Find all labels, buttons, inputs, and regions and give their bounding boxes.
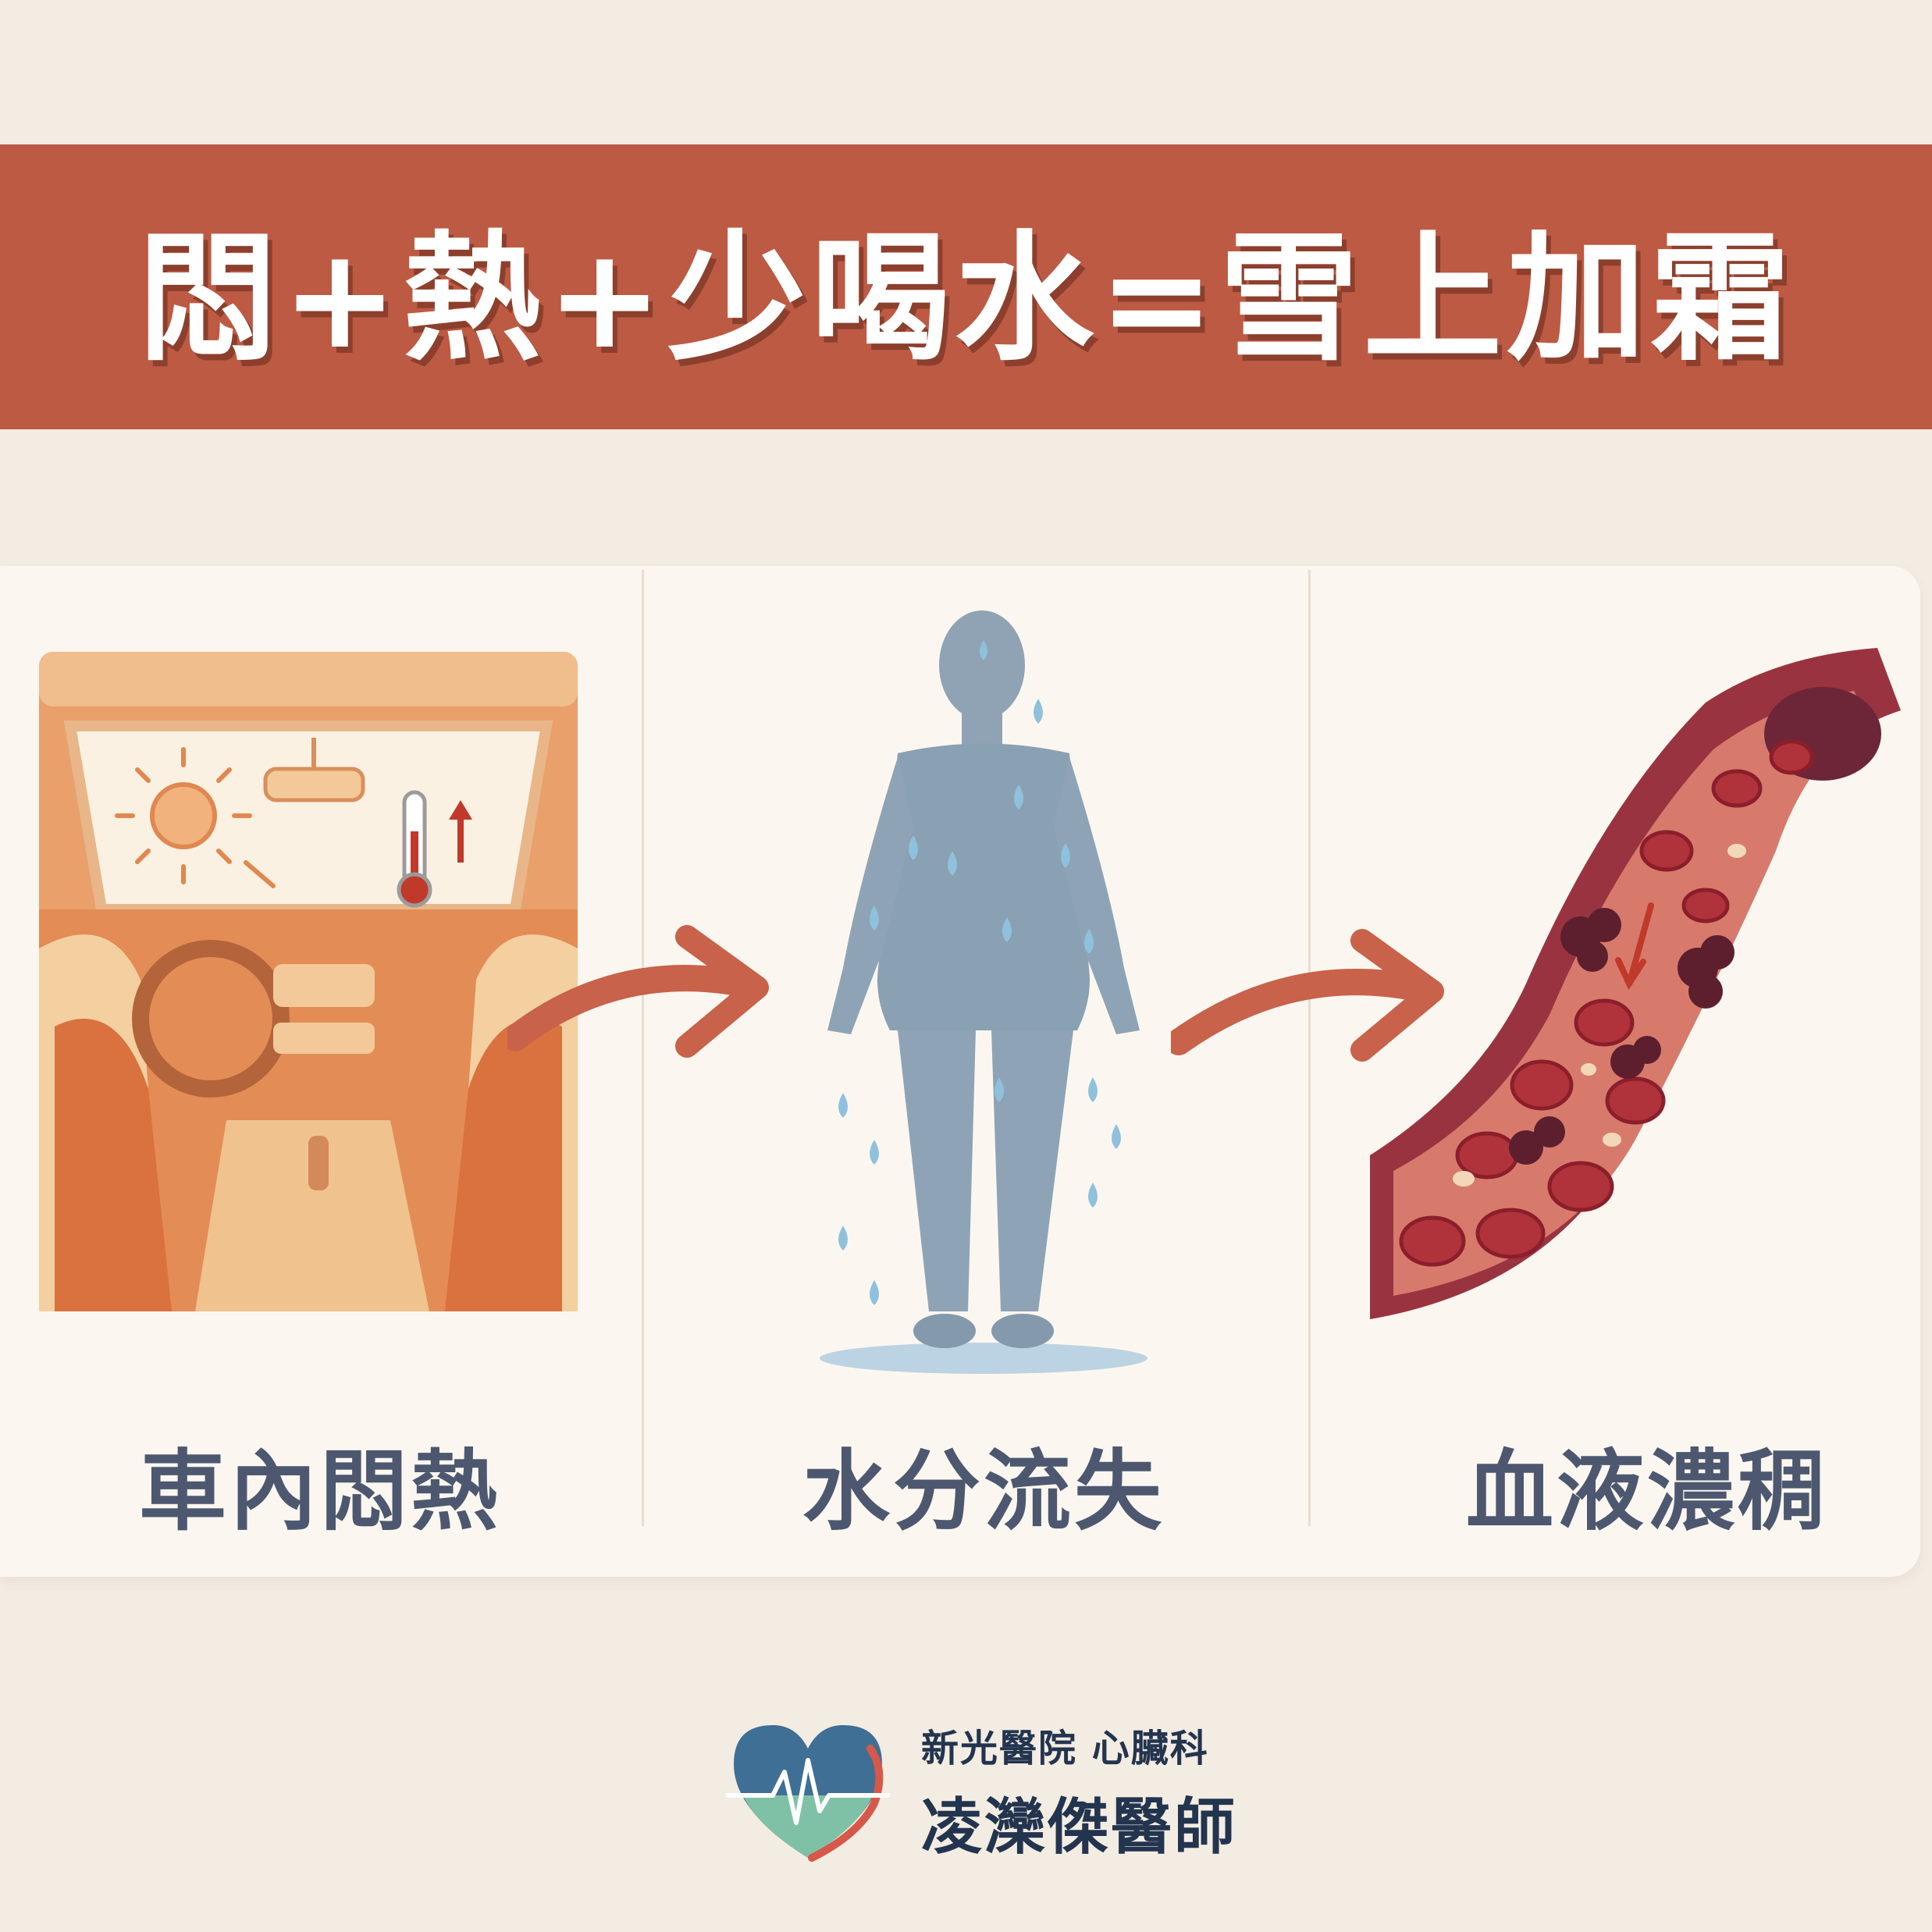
title-banner: 悶+熱+少喝水=雪上加霜 bbox=[0, 144, 1932, 429]
blood-vessel-icon bbox=[1370, 648, 1901, 1319]
doctor-name: 凌灤傑醫師 bbox=[921, 1792, 1238, 1863]
arrow-right-icon bbox=[1171, 929, 1444, 1062]
footer-credit: 新光醫院 心臟科 凌灤傑醫師 bbox=[726, 1713, 1237, 1870]
hospital-department: 新光醫院 心臟科 bbox=[921, 1727, 1209, 1770]
page-title: 悶+熱+少喝水=雪上加霜 bbox=[137, 218, 1795, 379]
car-interior-icon bbox=[39, 652, 578, 1311]
panel-label-water-loss: 水分流失 bbox=[802, 1441, 1165, 1542]
sweating-person-icon bbox=[820, 610, 1147, 1374]
heart-ecg-logo bbox=[726, 1725, 890, 1862]
panel-divider bbox=[1308, 570, 1311, 1526]
panel-divider bbox=[642, 570, 644, 1526]
panel-label-car-heat: 車內悶熱 bbox=[139, 1441, 501, 1542]
panel-label-thick-blood: 血液濃稠 bbox=[1466, 1441, 1828, 1542]
arrow-right-icon bbox=[507, 925, 769, 1058]
